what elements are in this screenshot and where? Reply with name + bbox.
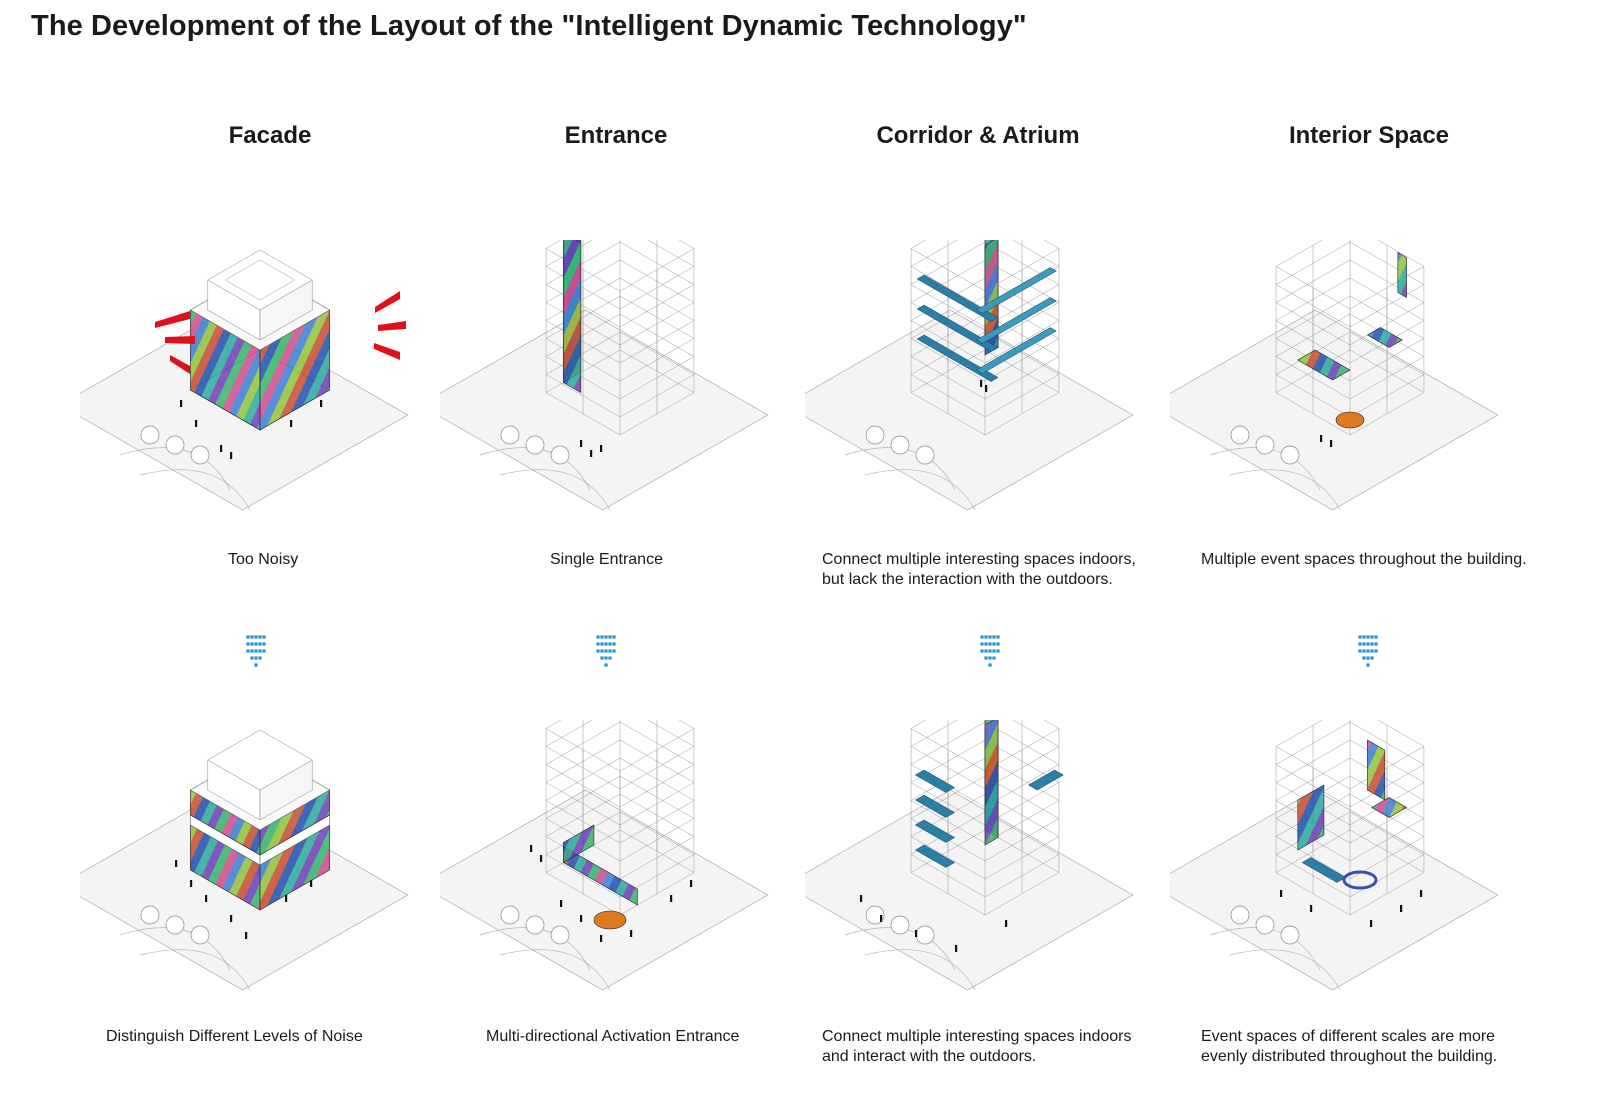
heading-entrance: Entrance xyxy=(564,122,668,149)
down-arrow-icon xyxy=(246,635,266,667)
corridor-before-diagram xyxy=(805,240,1165,540)
entrance-before-diagram xyxy=(440,240,800,540)
facade-before-caption: Too Noisy xyxy=(228,551,299,568)
heading-interior-space: Interior Space xyxy=(1288,122,1450,149)
corridor-after-diagram xyxy=(805,720,1165,1020)
heading-corridor-atrium: Corridor & Atrium xyxy=(876,122,1080,149)
facade-after-caption: Distinguish Different Levels of Noise xyxy=(106,1028,363,1045)
facade-after-diagram xyxy=(80,720,440,1020)
entrance-after-diagram xyxy=(440,720,800,1020)
facade-before-diagram xyxy=(80,240,440,540)
corridor-after-caption: Connect multiple interesting spaces indo… xyxy=(822,1028,1132,1065)
heading-facade: Facade xyxy=(228,122,312,149)
entrance-before-caption: Single Entrance xyxy=(550,551,663,568)
corridor-before-caption: Connect multiple interesting spaces indo… xyxy=(822,551,1136,588)
interior-after-diagram xyxy=(1170,720,1530,1020)
page-title: The Development of the Layout of the "In… xyxy=(31,10,1027,42)
down-arrow-icon xyxy=(980,635,1000,667)
interior-after-caption: Event spaces of different scales are mor… xyxy=(1201,1028,1498,1065)
interior-before-diagram xyxy=(1170,240,1530,540)
down-arrow-icon xyxy=(1358,635,1378,667)
entrance-after-caption: Multi-directional Activation Entrance xyxy=(486,1028,740,1045)
down-arrow-icon xyxy=(596,635,616,667)
interior-before-caption: Multiple event spaces throughout the bui… xyxy=(1201,551,1527,568)
